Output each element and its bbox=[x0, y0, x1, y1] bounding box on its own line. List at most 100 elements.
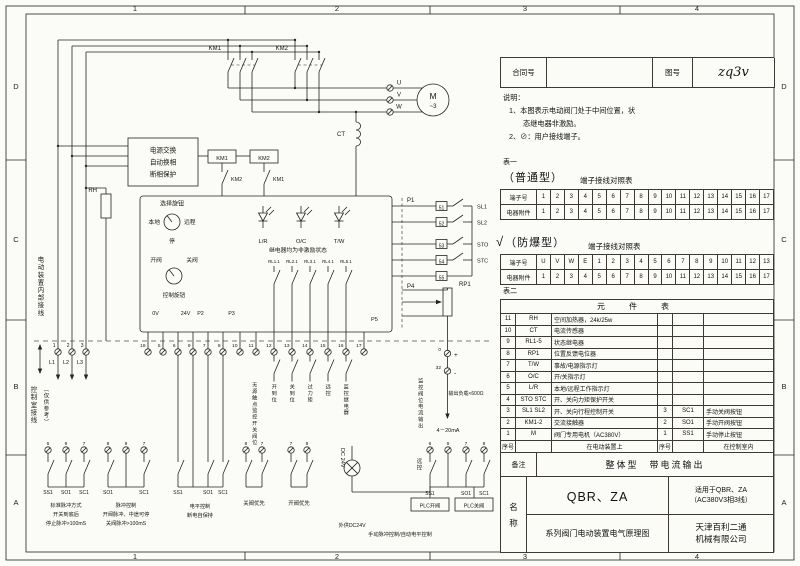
terminal-cell: W bbox=[564, 255, 579, 270]
component-code: L/R bbox=[516, 383, 552, 395]
terminal-cell: 6 bbox=[606, 205, 621, 220]
remark-row: 备注 整体型 带电流输出 bbox=[500, 452, 774, 477]
terminal-cell: 7 bbox=[620, 205, 635, 220]
component-name: 交流接触器 bbox=[552, 417, 658, 429]
current-transformer: CT bbox=[337, 110, 361, 196]
component-no: 3 bbox=[501, 406, 516, 418]
contract-label: 合同号 bbox=[501, 58, 547, 88]
g3-caption-1: 电平控制 bbox=[190, 502, 211, 510]
sto-label: STO bbox=[477, 243, 489, 249]
component-name2 bbox=[704, 371, 774, 383]
g2-term: 9 bbox=[125, 441, 128, 447]
component-no2 bbox=[658, 325, 673, 337]
motor-phase-label: ~3 bbox=[430, 104, 438, 110]
limit-term-52: 52 bbox=[439, 222, 445, 228]
current-output-label: 监控阀位电流输出 bbox=[417, 378, 424, 430]
terminal-cell: 14 bbox=[718, 205, 733, 220]
pulse-control-group: 8 9 7 SO1 SC1 脉冲控制 开阀脉冲、中途可停 关阀脉冲>100mS bbox=[103, 441, 151, 527]
terminal-no: 13 bbox=[284, 343, 290, 349]
coord-top-2: 2 bbox=[334, 4, 340, 13]
km2-label: KM2 bbox=[276, 46, 289, 52]
check-icon: √ bbox=[496, 234, 505, 249]
component-name2 bbox=[704, 394, 774, 406]
component-code: O/C bbox=[516, 371, 552, 383]
component-name2 bbox=[704, 314, 774, 326]
company-line-2: 机械有限公司 bbox=[695, 533, 747, 544]
oc-lamp-icon bbox=[296, 205, 313, 229]
note-2: 2、⊘：用户接线端子。 bbox=[509, 131, 585, 141]
component-no: 8 bbox=[501, 348, 516, 360]
coord-right-c: C bbox=[781, 235, 787, 244]
control-room-wiring-label: 控制室接线 bbox=[29, 386, 37, 424]
component-no2 bbox=[658, 383, 673, 395]
power-box-line3: 断相保护 bbox=[150, 170, 177, 179]
terminal-row: 1 2 3 L1 L2 L3 18 5 6 9 7 8 10 11 12 13 … bbox=[49, 343, 368, 380]
load-label: 输出负载<600Ω bbox=[448, 390, 483, 397]
limit-term-54: 54 bbox=[439, 260, 445, 266]
remote-vertical-label: 远控 bbox=[415, 458, 422, 472]
terminal-cell: 16 bbox=[746, 190, 761, 205]
component-name2 bbox=[704, 348, 774, 360]
power-box-line1: 电源交换 bbox=[150, 146, 177, 155]
terminal-cell: 8 bbox=[634, 205, 649, 220]
component-code: RL1-5 bbox=[516, 337, 552, 349]
coord-bottom-3: 3 bbox=[522, 552, 528, 561]
km1-coil-label: KM1 bbox=[216, 156, 228, 162]
open-priority-group: 7 8 开阀优先 bbox=[287, 441, 314, 507]
motor-letter: M bbox=[429, 91, 436, 101]
name-label: 名 称 bbox=[501, 477, 527, 553]
terminal-no: 14 bbox=[302, 343, 308, 349]
control-knob bbox=[165, 267, 183, 285]
plc-close-box bbox=[454, 497, 494, 512]
table2-type-label: √（防爆型） bbox=[496, 234, 565, 250]
g7-term: 7 bbox=[465, 441, 468, 447]
terminal-no: 12 bbox=[266, 343, 272, 349]
component-no2 bbox=[658, 337, 673, 349]
contactor-km1-contacts: KM1 bbox=[209, 46, 259, 81]
component-code: RH bbox=[516, 314, 552, 326]
terminal-cell: 5 bbox=[592, 190, 607, 205]
coord-right-d: D bbox=[781, 82, 787, 91]
so1-label: SO1 bbox=[203, 490, 213, 496]
ma-label: 4－20mA bbox=[437, 428, 460, 434]
terminal-no: 11 bbox=[249, 343, 254, 349]
component-no: 1 bbox=[501, 429, 516, 441]
contactor-km2-contacts: KM2 bbox=[276, 46, 326, 81]
terminal-cell: 15 bbox=[732, 205, 747, 220]
level-control-group: SS1 SO1 SC1 电平控制 断电自保持 bbox=[173, 355, 230, 519]
plc-open-box bbox=[410, 497, 450, 512]
power-box-line2: 自动换相 bbox=[150, 158, 177, 167]
coord-top-3: 3 bbox=[522, 4, 528, 13]
so1-label: SO1 bbox=[461, 491, 471, 497]
phase-v-label: V bbox=[397, 93, 401, 99]
selector-knob bbox=[163, 213, 181, 231]
component-table-tag: 表二 bbox=[503, 288, 517, 295]
component-no2 bbox=[658, 394, 673, 406]
terminal-cell: 12 bbox=[746, 255, 761, 270]
ss1-label: SS1 bbox=[425, 491, 435, 497]
g4-term: 8 bbox=[245, 441, 248, 447]
p1-label: P1 bbox=[407, 198, 415, 204]
box-terminal-wires bbox=[147, 292, 365, 349]
out-term-0: 0 bbox=[438, 347, 441, 353]
limit-term-53: 53 bbox=[439, 244, 445, 250]
drawing-title: 系列阀门电动装置电气原理图 bbox=[527, 515, 669, 553]
phase-label-l2: L2 bbox=[63, 360, 69, 366]
terminal-no: 17 bbox=[356, 343, 362, 349]
component-code2 bbox=[673, 337, 704, 349]
terminal-cell: 16 bbox=[746, 270, 761, 285]
component-no2: 2 bbox=[658, 417, 673, 429]
drawing-frame bbox=[5, 5, 795, 561]
close-priority-group: 8 7 关阀优先 bbox=[242, 441, 269, 507]
g1-caption-2: 开关到底后 bbox=[53, 510, 79, 518]
tw-lamp-icon bbox=[334, 205, 351, 229]
component-code2: SO1 bbox=[673, 417, 704, 429]
sc1-label: SC1 bbox=[139, 490, 149, 496]
terminal-no: 15 bbox=[320, 343, 326, 349]
g2-caption-3: 关阀脉冲>100mS bbox=[106, 519, 147, 527]
terminal-cell: 12 bbox=[690, 205, 705, 220]
reference-only-label: （仅供参考） bbox=[42, 386, 49, 426]
g1-term: 6 bbox=[47, 441, 50, 447]
terminal-cell: 11 bbox=[676, 205, 691, 220]
